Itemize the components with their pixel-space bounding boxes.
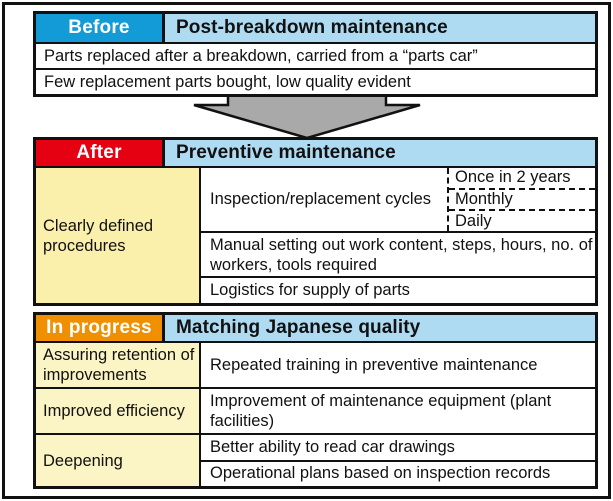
before-header: Before Post-breakdown maintenance [36, 14, 595, 42]
in-progress-header: In progress Matching Japanese quality [36, 315, 595, 341]
progress-item-training: Repeated training in preventive maintena… [210, 356, 538, 374]
in-progress-tag: In progress [36, 315, 165, 341]
before-section: Before Post-breakdown maintenance Parts … [33, 11, 598, 97]
down-arrow-svg [193, 93, 421, 140]
before-tag: Before [36, 14, 165, 42]
cycle-option-daily: Daily [449, 209, 595, 231]
before-row-parts: Parts replaced after a breakdown, carrie… [36, 42, 595, 68]
in-progress-title: Matching Japanese quality [165, 315, 595, 341]
after-section: After Preventive maintenance Clearly def… [33, 137, 598, 306]
progress-row-efficiency: Improved efficiency Improvement of maint… [36, 387, 595, 433]
progress-deepening-items: Better ability to read car drawings Oper… [201, 435, 595, 486]
after-row-cycles: Inspection/replacement cycles Once in 2 … [201, 168, 595, 231]
after-row-manual: Manual setting out work content, steps, … [201, 231, 595, 276]
before-row-quality: Few replacement parts bought, low qualit… [36, 68, 595, 94]
progress-item-drawings: Better ability to read car drawings [210, 437, 455, 456]
after-title: Preventive maintenance [165, 140, 595, 166]
cycle-option-monthly: Monthly [449, 187, 595, 210]
in-progress-section: In progress Matching Japanese quality As… [33, 312, 598, 489]
cycles-text: Inspection/replacement cycles [210, 190, 432, 208]
cycle-option-2years: Once in 2 years [455, 168, 571, 187]
progress-row-retention: Assuring retention of improvements Repea… [36, 341, 595, 387]
after-body: Clearly defined procedures Inspection/re… [36, 166, 595, 303]
down-arrow-icon [180, 93, 433, 140]
after-label-procedures: Clearly defined procedures [36, 168, 201, 303]
progress-label-efficiency: Improved efficiency [36, 389, 201, 433]
progress-item-equipment: Improvement of maintenance equipment (pl… [210, 392, 552, 430]
progress-row-deepening: Deepening Better ability to read car dra… [36, 433, 595, 486]
after-header: After Preventive maintenance [36, 140, 595, 166]
progress-label-deepening: Deepening [36, 435, 201, 486]
after-tag: After [36, 140, 165, 166]
cycles-options: Once in 2 years Monthly Daily [447, 168, 595, 231]
after-rows: Inspection/replacement cycles Once in 2 … [201, 168, 595, 303]
progress-item-plans: Operational plans based on inspection re… [201, 459, 595, 487]
progress-label-retention: Assuring retention of improvements [36, 343, 201, 387]
before-title: Post-breakdown maintenance [165, 14, 595, 42]
after-row-logistics: Logistics for supply of parts [201, 276, 595, 303]
